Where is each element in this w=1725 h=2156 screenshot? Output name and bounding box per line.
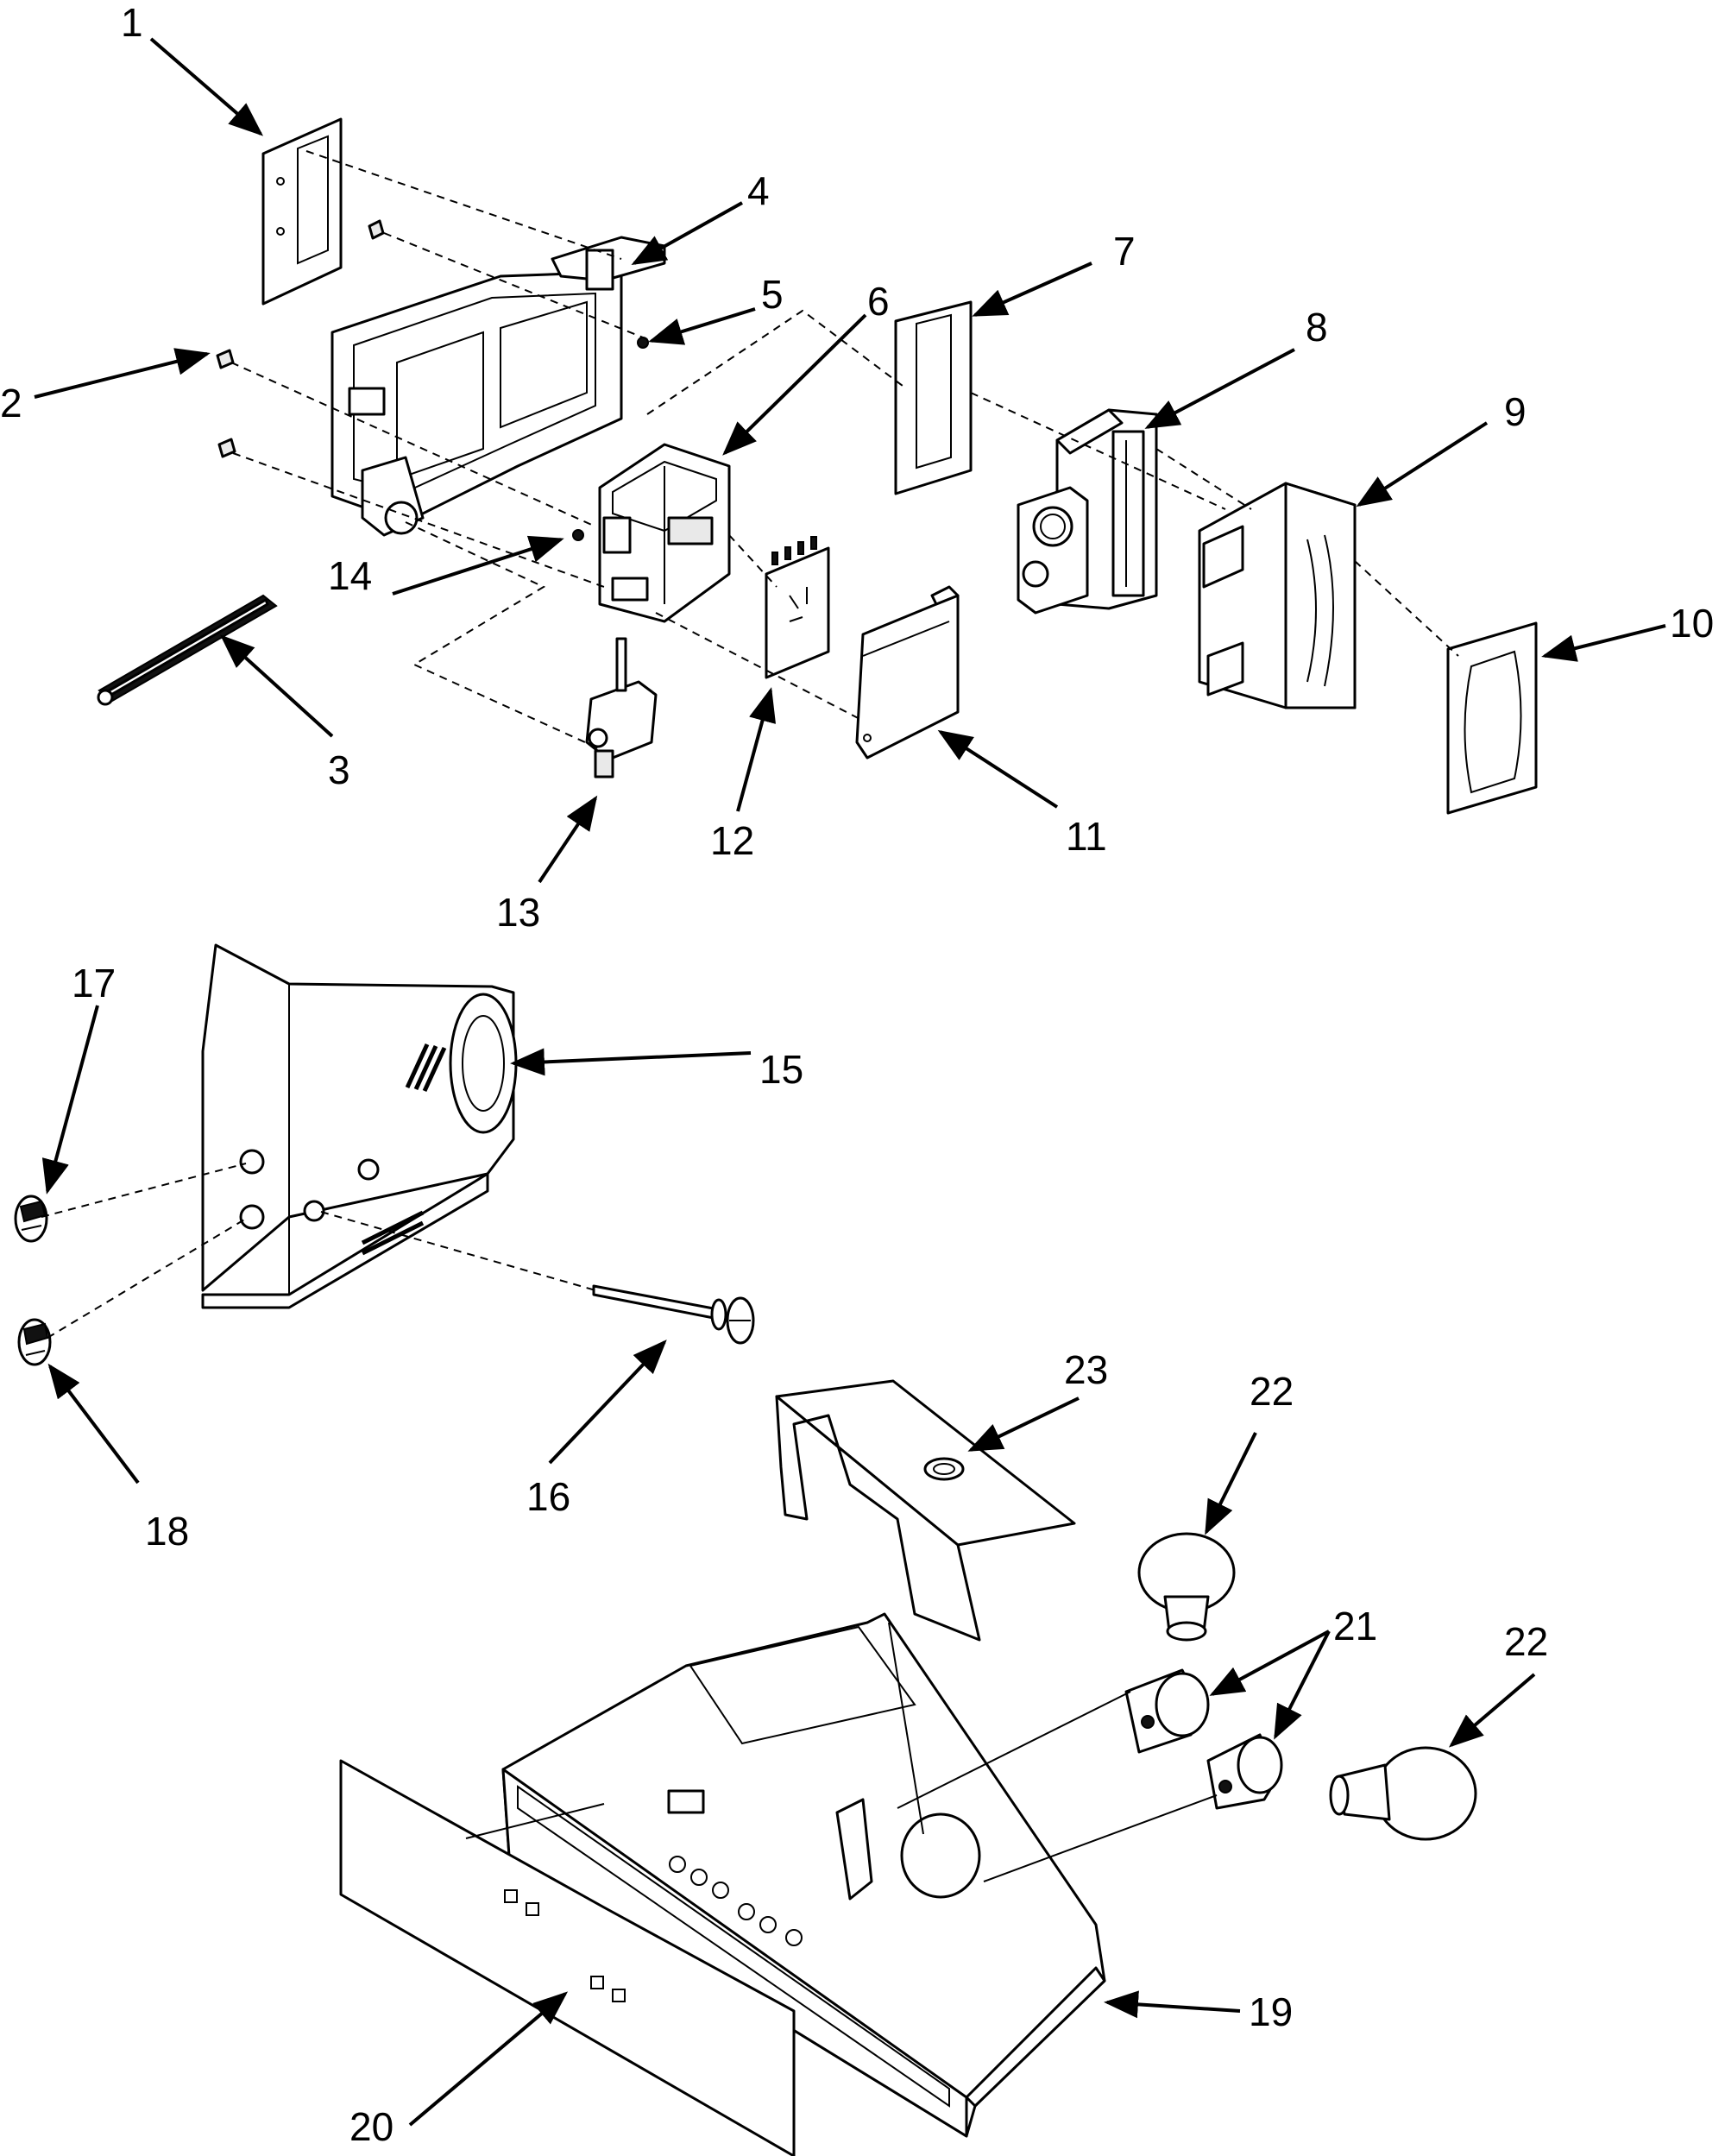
part-3-rod <box>97 594 278 706</box>
callout-23: 23 <box>1064 1347 1108 1392</box>
part-16-shaft <box>592 1284 755 1345</box>
tray-19-ports <box>669 1856 803 1946</box>
part-12-circuit-board <box>765 536 830 679</box>
callout-10: 10 <box>1670 601 1714 646</box>
callout-3: 3 <box>328 747 350 792</box>
callout-leaders <box>34 37 1666 2127</box>
part-19-tray <box>501 1612 1106 2138</box>
panel-15-vent-slots <box>361 1043 447 1256</box>
callout-14: 14 <box>328 553 372 598</box>
callout-18: 18 <box>145 1509 189 1554</box>
part-17-knob <box>14 1195 48 1243</box>
callout-22-lower: 22 <box>1504 1619 1548 1664</box>
lower-alignment-lines <box>465 1622 1218 1882</box>
callout-15: 15 <box>759 1047 803 1092</box>
part-9-bezel <box>1198 482 1357 709</box>
callout-19: 19 <box>1249 1989 1293 2034</box>
callout-16: 16 <box>526 1474 570 1519</box>
part-13-switch <box>585 637 658 779</box>
overlay-20-buttons <box>504 1889 626 2002</box>
callout-13: 13 <box>496 890 540 935</box>
callout-22-upper: 22 <box>1250 1369 1294 1414</box>
part-22-bulb-lower <box>1329 1746 1477 1841</box>
part-10-lens <box>1446 621 1538 815</box>
part-6-switch-housing <box>598 443 731 623</box>
part-14-screw <box>572 529 584 541</box>
callout-7: 7 <box>1113 229 1136 274</box>
callout-5: 5 <box>761 272 784 317</box>
callout-12: 12 <box>710 818 754 863</box>
part-21-sockets <box>1124 1668 1283 1810</box>
part-8-actuator <box>1017 408 1158 615</box>
middle-alignment-lines <box>41 1163 596 1339</box>
callout-17: 17 <box>72 961 116 1006</box>
callout-8: 8 <box>1306 305 1328 350</box>
callout-2: 2 <box>0 381 22 426</box>
part-1-gasket <box>261 117 343 306</box>
part-20-front-overlay <box>339 1759 796 2156</box>
part-18-knob <box>17 1318 52 1366</box>
part-22-bulb-upper <box>1137 1532 1236 1642</box>
part-2-clips <box>216 219 385 458</box>
callout-6: 6 <box>867 279 890 324</box>
callout-9: 9 <box>1504 389 1527 434</box>
part-23-cover <box>775 1379 1076 1642</box>
callout-20: 20 <box>349 2104 393 2149</box>
callout-1: 1 <box>121 0 143 45</box>
part-4-housing-frame <box>331 236 666 537</box>
upper-alignment-lines <box>230 150 1459 752</box>
callout-11: 11 <box>1066 814 1107 859</box>
part-15-control-panel <box>201 943 518 1309</box>
part-11-bracket <box>855 585 960 760</box>
part-7-gasket <box>894 300 973 495</box>
callout-4: 4 <box>747 168 770 213</box>
callout-21: 21 <box>1333 1604 1377 1649</box>
